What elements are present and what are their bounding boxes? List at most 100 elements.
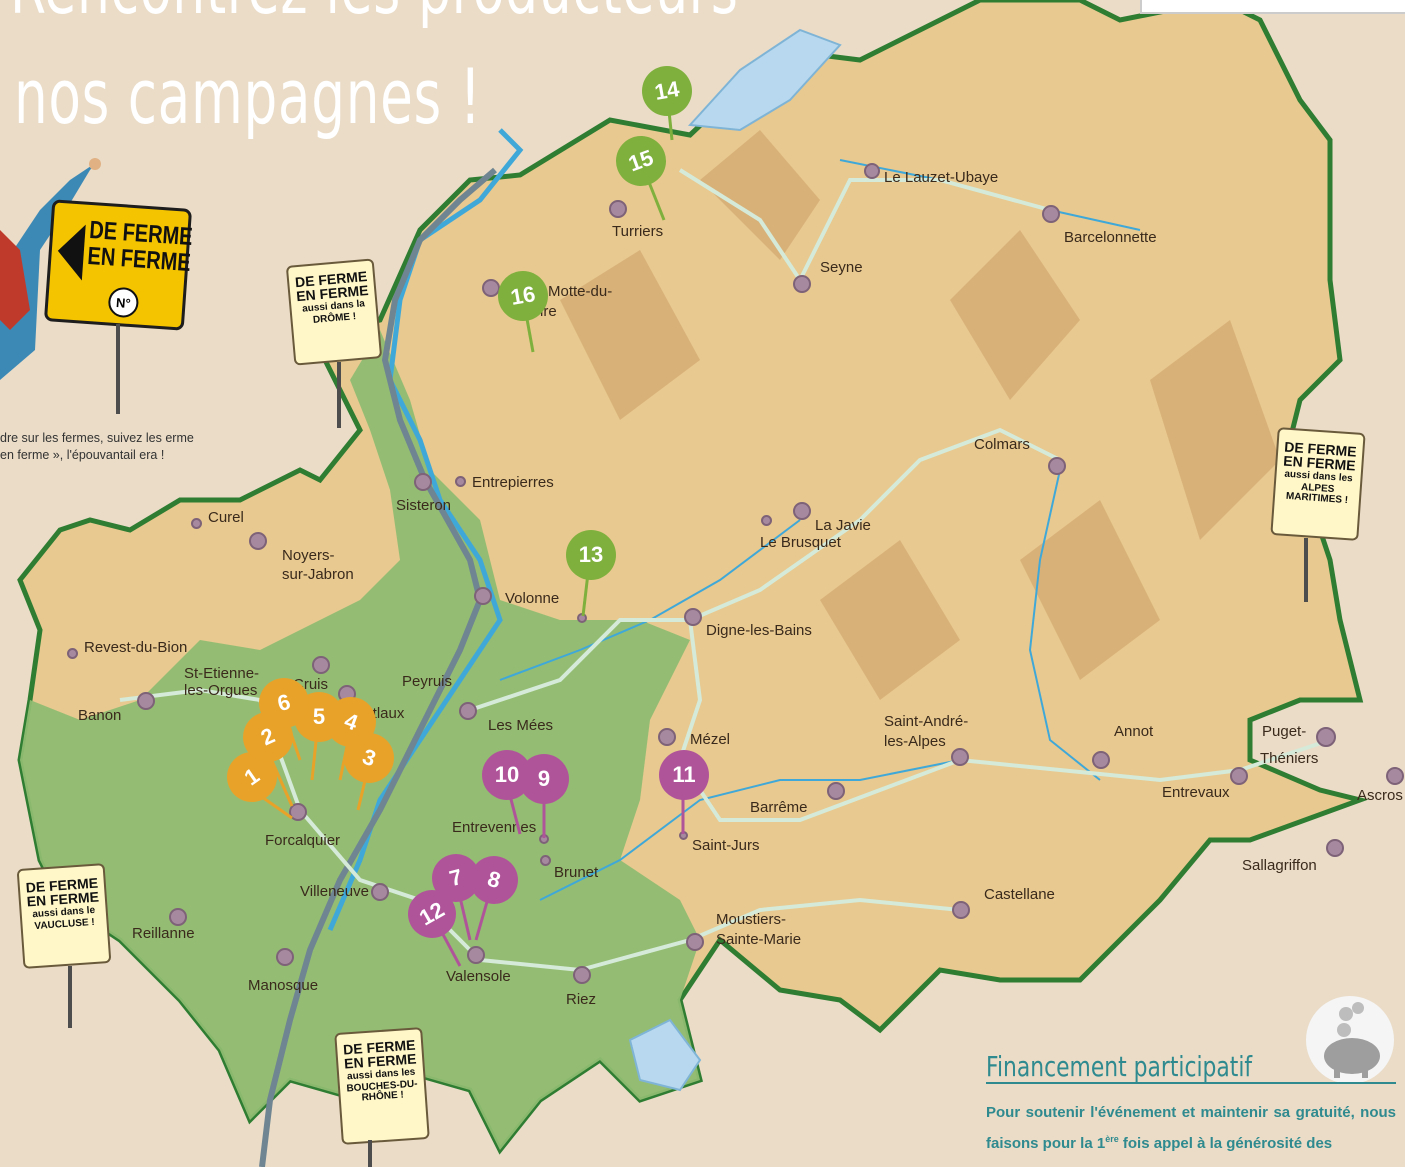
town-dot: [1092, 751, 1110, 769]
producer-pin-10[interactable]: 10: [482, 750, 532, 800]
place-label: Castellane: [984, 886, 1055, 903]
header-box: [1140, 0, 1405, 14]
town-dot: [577, 613, 587, 623]
place-label: Noyers-: [282, 547, 335, 564]
town-dot: [455, 476, 466, 487]
place-label: Entrevaux: [1162, 784, 1230, 801]
town-dot: [289, 803, 307, 821]
place-label: Riez: [566, 991, 597, 1008]
town-dot: [276, 948, 294, 966]
place-label: Peyruis: [402, 673, 453, 690]
place-label: Forcalquier: [265, 832, 341, 849]
town-dot: [1326, 839, 1344, 857]
relief-3: [1150, 320, 1280, 540]
place-label: St-Etienne-: [184, 665, 260, 682]
place-label: Reillanne: [132, 925, 195, 942]
town-dot: [573, 966, 591, 984]
relief-4: [820, 540, 960, 700]
place-label: Brunet: [554, 864, 599, 881]
place-label: Mézel: [690, 731, 731, 748]
lake-serre-poncon: [687, 28, 842, 132]
place-label: Saint-André-: [884, 713, 969, 730]
place-label: Les Mées: [488, 717, 554, 734]
page-title-line2: nos campagnes !: [14, 52, 482, 141]
funding-text: Pour soutenir l'événement et maintenir s…: [986, 1104, 1396, 1152]
town-dot: [952, 901, 970, 919]
place-label: Le Lauzet-Ubaye: [884, 169, 999, 186]
town-dot: [686, 933, 704, 951]
town-dot: [761, 515, 772, 526]
place-label: Revest-du-Bion: [84, 639, 188, 656]
funding-title: Financement participatif: [986, 1050, 1253, 1083]
place-label: Saint-Jurs: [692, 837, 760, 854]
producer-pin-11[interactable]: 11: [659, 750, 709, 800]
place-label: les-Orgues: [184, 682, 258, 699]
intro-text: dre sur les fermes, suivez les erme en f…: [0, 431, 194, 462]
producer-pin-13[interactable]: 13: [566, 530, 616, 580]
relief-5: [1020, 500, 1160, 680]
town-dot: [191, 518, 202, 529]
place-label: Turriers: [612, 223, 664, 240]
town-dot: [1386, 767, 1404, 785]
place-label: Colmars: [974, 436, 1030, 453]
town-dot: [1230, 767, 1248, 785]
town-dot: [609, 200, 627, 218]
town-dot: [474, 587, 492, 605]
place-label: Moustiers-: [716, 911, 787, 928]
town-dot: [951, 748, 969, 766]
town-dot: [459, 702, 477, 720]
town-dot: [312, 656, 330, 674]
place-label: Motte-du-: [548, 283, 613, 300]
relief-1: [700, 130, 820, 260]
road-4: [678, 168, 1051, 284]
lake-sainte-croix: [628, 1018, 702, 1092]
place-label: Digne-les-Bains: [706, 622, 812, 639]
place-label: Barrême: [750, 799, 808, 816]
town-dot: [371, 883, 389, 901]
town-dot: [540, 855, 551, 866]
sign-post: [1304, 538, 1308, 602]
town-dot: [414, 473, 432, 491]
relief-2: [950, 230, 1080, 400]
town-dot: [137, 692, 155, 710]
place-label: Sallagriffon: [1242, 857, 1317, 874]
place-label: Banon: [78, 707, 122, 724]
number-badge: N°: [107, 286, 140, 319]
place-label: Puget-: [1262, 723, 1307, 740]
town-dot: [1042, 205, 1060, 223]
place-label: Volonne: [505, 590, 560, 607]
town-dot: [679, 831, 688, 840]
sign-post: [68, 966, 72, 1028]
place-label: Entrevennes: [452, 819, 537, 836]
place-label: Curel: [208, 509, 244, 526]
town-dot: [539, 834, 549, 844]
place-label: Sainte-Marie: [716, 931, 802, 948]
place-label: Sisteron: [396, 497, 452, 514]
piggy-bank-icon: [1306, 996, 1394, 1084]
town-dot: [249, 532, 267, 550]
sign-post: [368, 1140, 372, 1167]
place-label: Barcelonnette: [1064, 229, 1157, 246]
road-1: [469, 427, 1061, 712]
funding-divider: [986, 1082, 1396, 1084]
town-dot: [658, 728, 676, 746]
place-label: Manosque: [248, 977, 319, 994]
place-label: Ascros: [1357, 787, 1403, 804]
place-label: les-Alpes: [884, 733, 946, 750]
place-label: Entrepierres: [472, 474, 554, 491]
sign-post: [337, 362, 341, 428]
town-dot: [169, 908, 187, 926]
main-sign-post: [116, 324, 120, 414]
place-label: Le Brusquet: [760, 534, 841, 551]
town-dot: [827, 782, 845, 800]
place-label: Annot: [1114, 723, 1154, 740]
river-var: [1028, 469, 1101, 781]
